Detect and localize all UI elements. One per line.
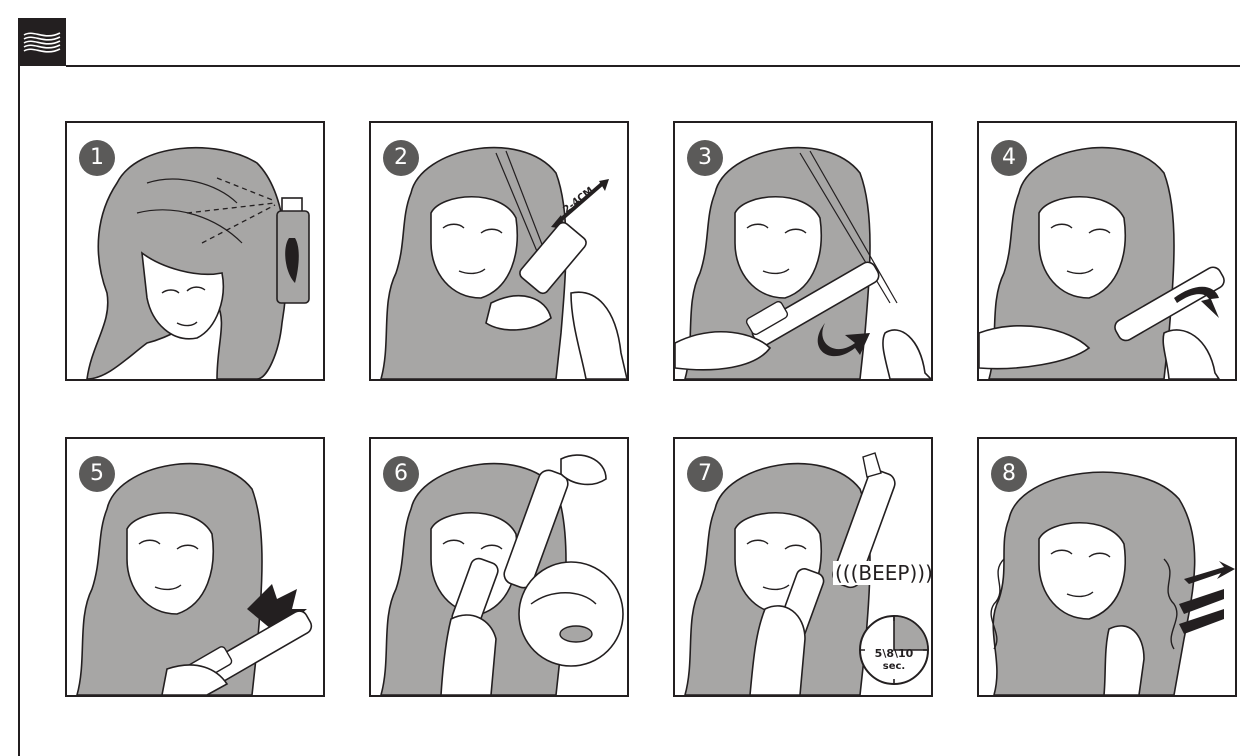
- wavy-hair-logo-icon: [18, 18, 66, 66]
- step-number-badge: 5: [79, 456, 115, 492]
- step-number-badge: 8: [991, 456, 1027, 492]
- timer-icon: 5\8\10 sec.: [857, 613, 931, 687]
- step-number-badge: 3: [687, 140, 723, 176]
- step-panel-4: 4: [977, 121, 1237, 381]
- step-number-badge: 2: [383, 140, 419, 176]
- step-number-badge: 7: [687, 456, 723, 492]
- step-panel-7: 7 (((BEEP))) 5\8\10 sec.: [673, 437, 933, 697]
- step-panel-1: 1: [65, 121, 325, 381]
- step-number-badge: 1: [79, 140, 115, 176]
- beep-sound-label: (((BEEP))): [833, 561, 933, 585]
- timer-unit: sec.: [857, 661, 931, 672]
- step-number-badge: 6: [383, 456, 419, 492]
- step-number-badge: 4: [991, 140, 1027, 176]
- step-panel-8: 8: [977, 437, 1237, 697]
- step-panel-6: 6: [369, 437, 629, 697]
- header-divider: [66, 65, 1240, 67]
- step-panel-5: 5: [65, 437, 325, 697]
- step-panel-2: 2 2-4CM: [369, 121, 629, 381]
- step-panel-3: 3: [673, 121, 933, 381]
- timer-seconds-options: 5\8\10: [857, 647, 931, 660]
- left-margin-rule: [18, 66, 20, 756]
